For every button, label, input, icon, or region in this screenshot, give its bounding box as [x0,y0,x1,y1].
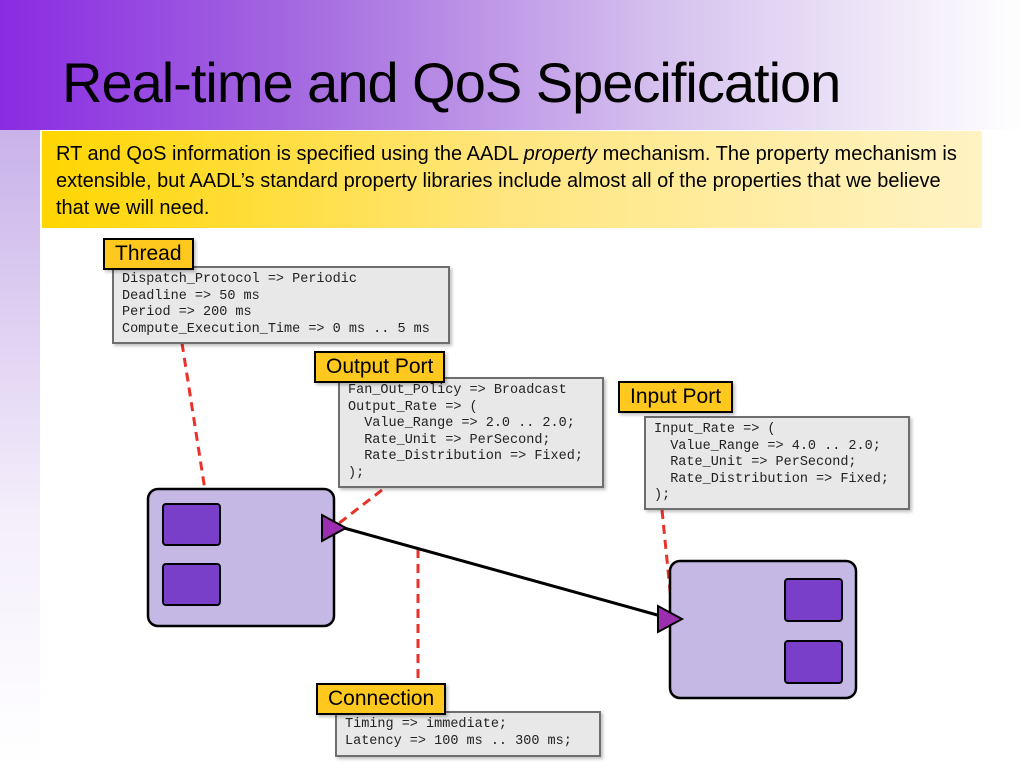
intro-text-before: RT and QoS information is specified usin… [56,143,524,165]
input-port-label: Input Port [618,381,734,413]
thread-properties-box: Dispatch_Protocol => Periodic Deadline =… [112,266,450,344]
input-port-properties-box: Input_Rate => ( Value_Range => 4.0 .. 2.… [644,416,910,510]
connection-label: Connection [316,683,447,715]
sender-subcomponent-2 [162,563,221,606]
intro-text-after: mechanism. The property mechanism is ext… [56,143,957,219]
output-port-label: Output Port [314,351,446,383]
thread-label: Thread [103,238,194,270]
page-title: Real-time and QoS Specification [62,51,841,114]
output-port-triangle [321,513,349,543]
input-port-triangle [657,604,685,634]
sender-subcomponent-1 [162,503,221,546]
receiver-subcomponent-2 [784,640,843,684]
intro-text-emphasis: property [523,143,598,165]
receiver-subcomponent-1 [784,578,843,622]
intro-text-box: RT and QoS information is specified usin… [42,131,982,228]
title-band [0,0,1024,130]
output-port-leader-line [337,488,383,526]
thread-leader-line [180,342,209,504]
connection-properties-box: Timing => immediate; Latency => 100 ms .… [335,711,601,757]
output-port-properties-box: Fan_Out_Policy => Broadcast Output_Rate … [338,377,604,488]
connection-arrow [343,526,669,620]
side-fade [0,130,40,768]
